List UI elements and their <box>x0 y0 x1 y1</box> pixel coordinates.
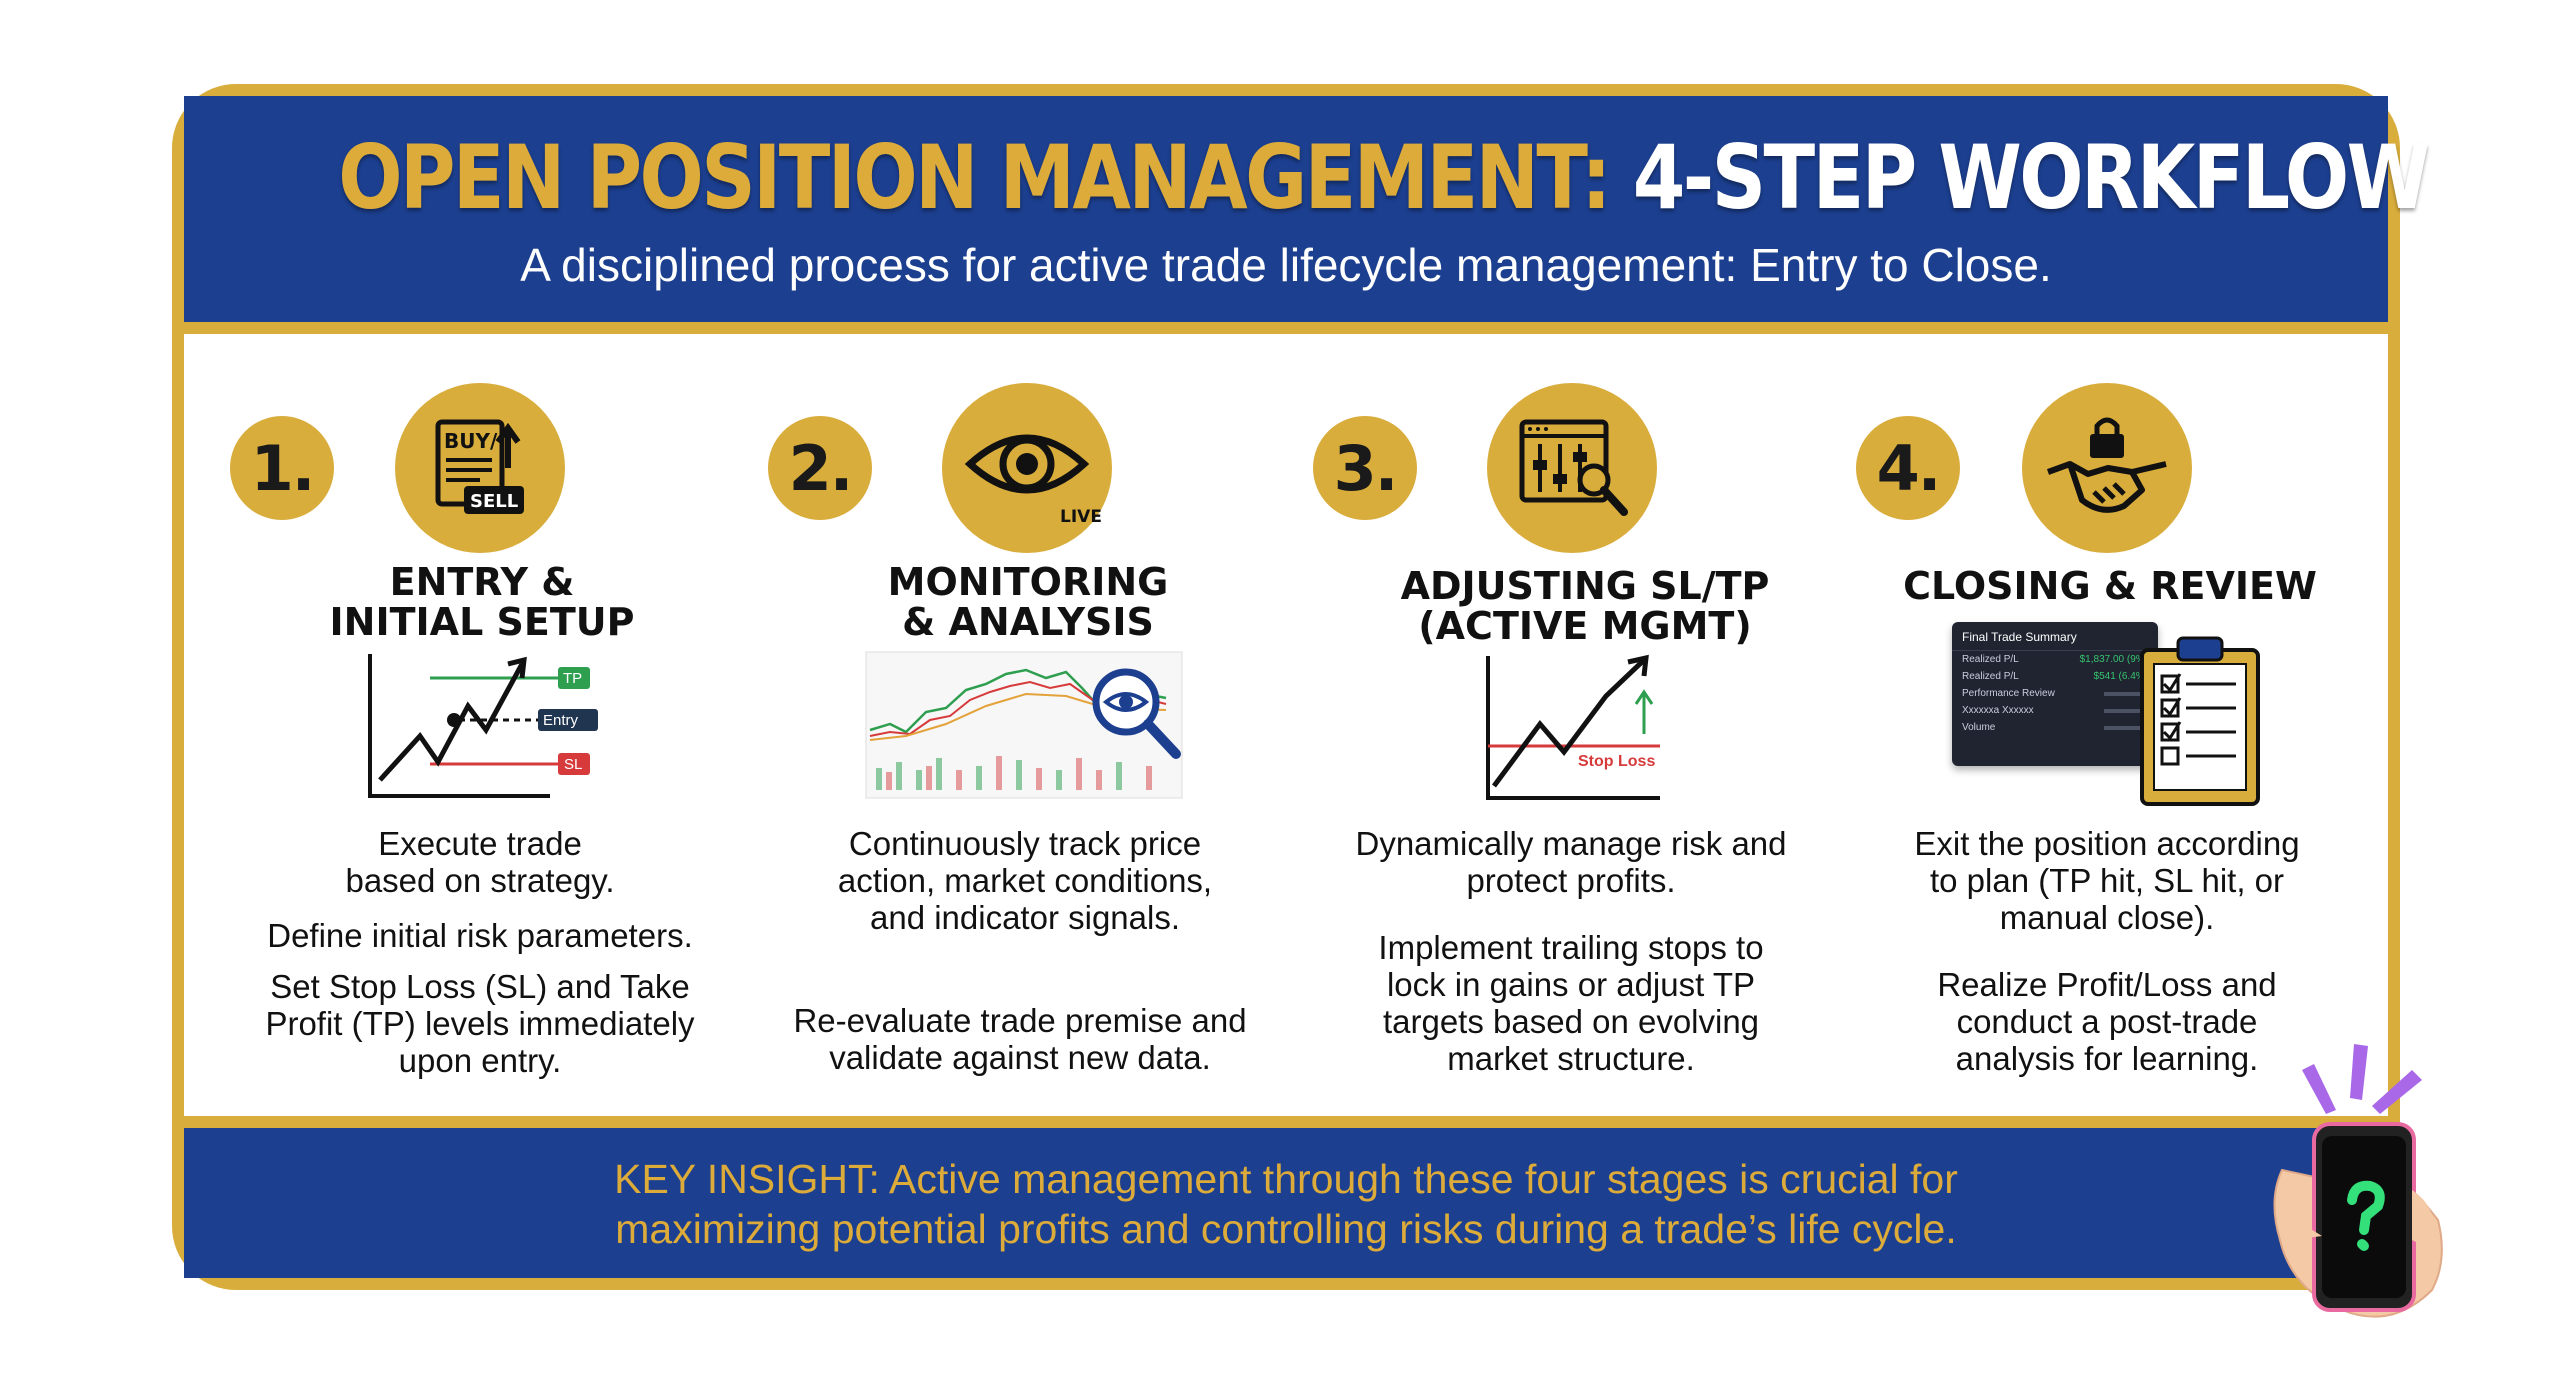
step-2-desc-1: Continuously track price action, market … <box>837 825 1213 936</box>
eye-live-icon: LIVE <box>964 434 1102 527</box>
title-gold-part: OPEN POSITION MANAGEMENT: <box>338 126 1611 229</box>
summary-bar <box>2104 692 2148 696</box>
phone-in-hand-illustration <box>2273 1044 2443 1318</box>
live-label: LIVE <box>1060 507 1102 527</box>
key-insight-text: KEY INSIGHT: Active management through t… <box>184 1154 2388 1254</box>
lock-handshake-icon <box>2046 417 2167 513</box>
step-1-title-line-2: INITIAL SETUP <box>329 600 635 644</box>
page-subtitle: A disciplined process for active trade l… <box>520 239 2052 291</box>
step-3-title-line-1: ADJUSTING SL/TP <box>1400 564 1770 608</box>
tp-label: TP <box>563 670 582 687</box>
summary-row-value: $1,837.00 (9%) <box>2079 654 2148 665</box>
step-2-title-line-1: MONITORING <box>887 560 1169 604</box>
summary-row: Performance Review <box>1952 685 2158 702</box>
step-1-title-line-1: ENTRY & <box>389 560 575 604</box>
icon-buy-text: BUY/ <box>444 429 498 453</box>
summary-row: Volume <box>1952 719 2158 736</box>
trade-summary-header: Final Trade Summary <box>1952 622 2158 651</box>
icon-sell-text: SELL <box>470 491 518 512</box>
summary-row-label: Realized P/L <box>1962 671 2019 682</box>
step-4-title: CLOSING & REVIEW <box>1903 564 2317 608</box>
step-2-icon-circle: LIVE <box>942 383 1112 553</box>
sl-label: SL <box>564 756 582 773</box>
header-banner: OPEN POSITION MANAGEMENT: 4-STEP WORKFLO… <box>184 96 2430 334</box>
summary-row-label: Performance Review <box>1962 688 2055 699</box>
summary-row-label: Volume <box>1962 722 1996 733</box>
step-3-icon-circle <box>1487 383 1657 553</box>
step-4-desc-1: Exit the position according to plan (TP … <box>1914 825 2300 936</box>
step-4-desc-2: Realize Profit/Loss and conduct a post-t… <box>1937 966 2277 1077</box>
summary-row-label: Xxxxxxa Xxxxxx <box>1962 705 2034 716</box>
step-2-title: MONITORING & ANALYSIS <box>808 562 1248 642</box>
stop-loss-chart-illustration: Stop Loss <box>1486 654 1660 800</box>
key-insight-line-2: maximizing potential profits and control… <box>615 1206 1957 1252</box>
summary-row: Realized P/L $541 (6.4%) <box>1952 668 2158 685</box>
step-3-desc-2: Implement trailing stops to lock in gain… <box>1378 929 1764 1077</box>
step-1-desc-3: Set Stop Loss (SL) and Take Profit (TP) … <box>265 968 695 1079</box>
price-chart-illustration <box>865 651 1183 799</box>
trade-summary-card: Final Trade Summary Realized P/L $1,837.0… <box>1952 622 2158 766</box>
step-1-number: 1. <box>230 416 334 520</box>
step-1-desc-1: Execute trade based on strategy. <box>345 825 615 899</box>
summary-row: Realized P/L $1,837.00 (9%) <box>1952 651 2158 668</box>
step-1-description: Execute trade based on strategy. Define … <box>245 825 715 1079</box>
step-3-description: Dynamically manage risk and protect prof… <box>1336 825 1806 1077</box>
step-3-title-line-2: (ACTIVE MGMT) <box>1418 604 1752 648</box>
title-white-part: 4-STEP WORKFLOW <box>1632 126 2430 229</box>
step-1-desc-2: Define initial risk parameters. <box>267 917 693 954</box>
summary-bar <box>2104 709 2148 713</box>
page-title: OPEN POSITION MANAGEMENT: 4-STEP WORKFLO… <box>338 126 2430 229</box>
step-3-title: ADJUSTING SL/TP (ACTIVE MGMT) <box>1365 566 1805 646</box>
entry-label: Entry <box>543 712 579 729</box>
summary-bar <box>2104 726 2148 730</box>
step-1-title: ENTRY & INITIAL SETUP <box>262 562 702 642</box>
step-4-icon-circle <box>2022 383 2192 553</box>
buy-sell-order-icon: BUY/ SELL <box>435 419 524 514</box>
step-1-icon-circle: BUY/ SELL <box>395 383 565 553</box>
step-3-desc-1: Dynamically manage risk and protect prof… <box>1355 825 1787 899</box>
step-2-description: Continuously track price action, market … <box>790 825 1260 1076</box>
clipboard-checklist-icon <box>2140 636 2260 806</box>
key-insight-line-1: KEY INSIGHT: Active management through t… <box>614 1156 1958 1202</box>
step-3-number: 3. <box>1313 416 1417 520</box>
summary-row: Xxxxxxa Xxxxxx <box>1952 702 2158 719</box>
step-2-title-line-2: & ANALYSIS <box>902 600 1154 644</box>
key-insight-banner: KEY INSIGHT: Active management through t… <box>184 1116 2388 1278</box>
step-2-desc-2: Re-evaluate trade premise and validate a… <box>793 1002 1247 1076</box>
control-panel-icon <box>1519 419 1628 516</box>
summary-row-value: $541 (6.4%) <box>2093 671 2148 682</box>
step-2-number: 2. <box>768 416 872 520</box>
stop-loss-label: Stop Loss <box>1578 753 1655 770</box>
step-4-description: Exit the position according to plan (TP … <box>1872 825 2342 1077</box>
step-4-number: 4. <box>1856 416 1960 520</box>
entry-chart-illustration: TP Entry SL <box>368 654 598 798</box>
summary-row-label: Realized P/L <box>1962 654 2019 665</box>
